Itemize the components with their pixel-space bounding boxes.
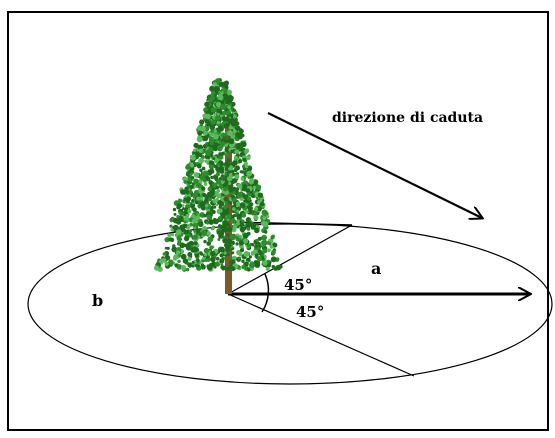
area-b-label: b bbox=[92, 291, 103, 310]
upper-45-boundary-line bbox=[227, 224, 353, 295]
safety-zone-ellipse bbox=[27, 223, 553, 385]
angle-arc bbox=[261, 273, 270, 313]
frame-border bbox=[7, 11, 549, 431]
lower-45-boundary-line bbox=[227, 293, 415, 377]
fall-direction-arrow bbox=[267, 112, 482, 218]
angle-lower-label: 45° bbox=[296, 303, 324, 321]
tree-trunk bbox=[225, 120, 232, 294]
angle-upper-label: 45° bbox=[284, 276, 312, 294]
fall-direction-label: direzione di caduta bbox=[332, 110, 483, 126]
area-a-label: a bbox=[371, 259, 381, 278]
tree-foliage bbox=[154, 78, 283, 272]
